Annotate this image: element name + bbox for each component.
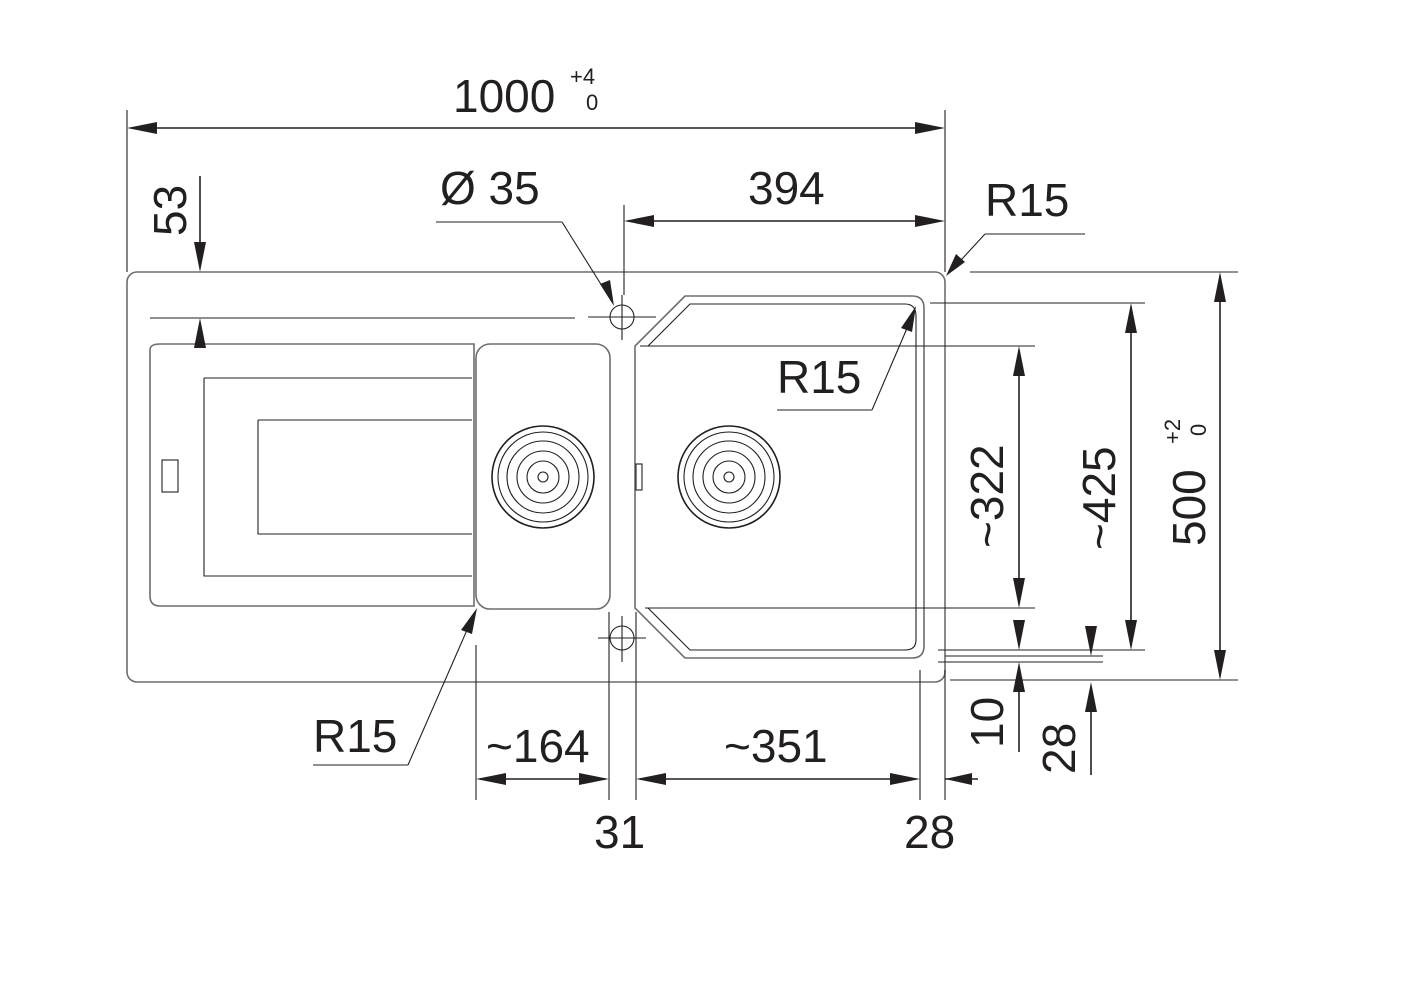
top-margin-label: 53 [144,185,196,236]
large-bowl-strainer-icon [677,425,781,529]
tap-hole-top-icon [588,295,656,340]
drainer-board [149,343,475,607]
large-bowl-width-label: ~351 [724,720,828,772]
overflow-slot [161,459,179,493]
center-gap-label: 31 [594,806,645,858]
small-bowl [475,343,611,610]
overall-depth-label: 500 [1163,469,1215,546]
right-rim-label: 28 [904,806,955,858]
bottom-offset-28-label: 28 [1033,723,1085,774]
tap-hole-bottom-icon [598,616,646,662]
overall-width-tol-minus: 0 [586,90,598,115]
sink-outer-outline [126,271,946,683]
bowl-depth-322-label: ~322 [961,444,1013,548]
right-bowl-offset-label: 394 [748,162,825,214]
bowl-depth-425-label: ~425 [1073,446,1125,550]
overall-depth-tol-plus: +2 [1160,419,1185,444]
large-bowl [634,295,925,659]
tap-hole-diameter-label: Ø 35 [440,162,540,214]
overall-depth-tol-minus: 0 [1186,424,1211,436]
overall-width-label: 1000 [453,70,555,122]
bottom-offset-10-label: 10 [961,697,1013,748]
inner-radius-bowl-label: R15 [777,351,861,403]
overall-width-tol-plus: +4 [570,64,595,89]
small-bowl-width-label: ~164 [486,720,590,772]
small-bowl-strainer-icon [491,425,595,529]
corner-radius-label: R15 [985,174,1069,226]
inner-radius-left-label: R15 [313,710,397,762]
